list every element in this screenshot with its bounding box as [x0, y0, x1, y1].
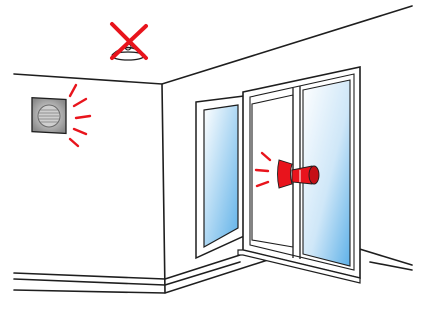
- vent-fan-icon: [32, 98, 66, 134]
- open-window-sash-icon: [196, 96, 244, 258]
- smoke-detector-icon: [112, 24, 146, 60]
- vent-fan-signal-icon: [70, 85, 90, 146]
